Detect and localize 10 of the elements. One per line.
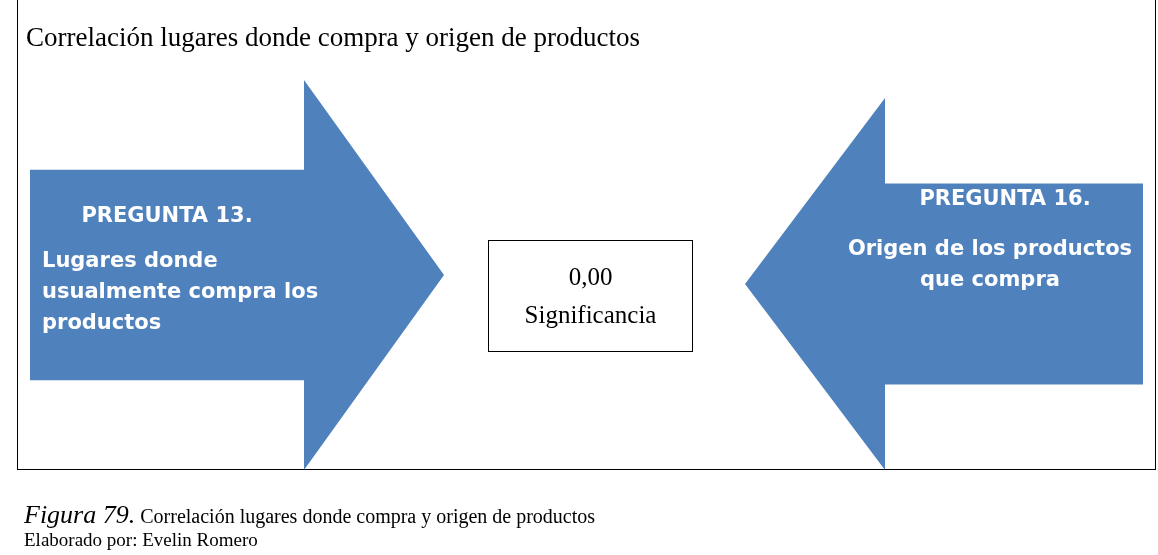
question-heading: PREGUNTA 16. [918,185,1092,212]
question-text: Origen de los productos que compra [846,235,1134,293]
diagram-title: Correlación lugares donde compra y origen de productos [26,22,641,53]
question-heading: PREGUNTA 13. [80,202,254,229]
question-text: Lugares donde usualmente compra los productos [42,247,320,336]
value-label: Significancia [524,301,657,329]
value-box [488,240,693,352]
figure-caption: Figura 79. Correlación lugares donde compra y origen de productos [24,500,596,530]
value-text: 0,00 [568,263,613,291]
author-note: Elaborado por: Evelin Romero [24,529,258,551]
